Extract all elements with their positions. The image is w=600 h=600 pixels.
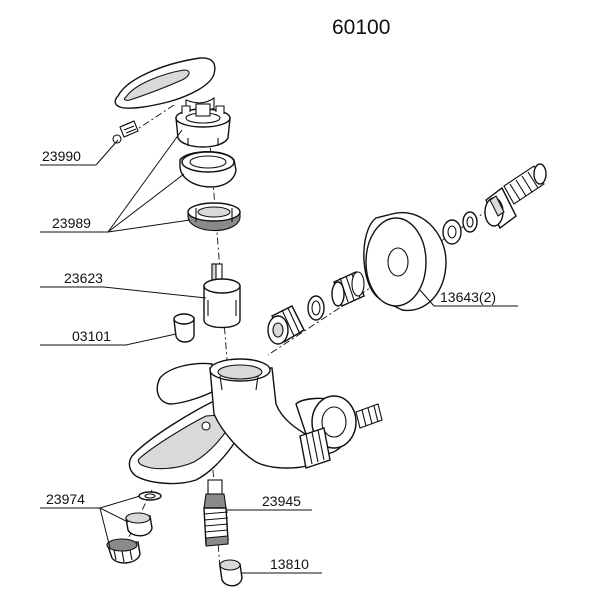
label-cap-assembly: 23989 (52, 215, 91, 231)
model-number: 60100 (332, 16, 390, 39)
callout-23945: 23945 (226, 493, 312, 511)
label-aerator: 23974 (46, 491, 85, 507)
threaded-nipple (331, 271, 365, 307)
eccentric-connector (484, 163, 547, 230)
label-wall-flange: 13643(2) (440, 289, 496, 305)
lever-handle (114, 57, 216, 114)
aerator-parts (106, 491, 162, 564)
callout-23990: 23990 (40, 139, 119, 166)
cap-adapter (175, 103, 231, 148)
callout-23989: 23989 (40, 129, 191, 233)
wall-flange (363, 211, 447, 312)
callout-23974: 23974 (40, 491, 141, 549)
label-diverter-knob: 13810 (270, 556, 309, 572)
cartridge (203, 263, 241, 329)
callout-13643: 13643(2) (419, 289, 518, 307)
plug-cap (173, 313, 195, 343)
label-cartridge: 23623 (64, 270, 103, 286)
o-ring (307, 295, 325, 321)
diverter (203, 479, 229, 547)
mixer-body (128, 358, 383, 485)
cover-ring (179, 151, 237, 188)
coupling-nut (267, 305, 305, 345)
seal-ring (187, 202, 241, 232)
seal-washers (442, 211, 478, 245)
label-lever-screw: 23990 (42, 148, 81, 164)
diverter-knob (219, 559, 243, 587)
callout-03101: 03101 (40, 328, 177, 346)
lever-screw (112, 120, 139, 144)
label-diverter: 23945 (262, 493, 301, 509)
callout-13810: 13810 (242, 556, 322, 574)
callout-23623: 23623 (40, 270, 207, 299)
label-plug-cap: 03101 (72, 328, 111, 344)
